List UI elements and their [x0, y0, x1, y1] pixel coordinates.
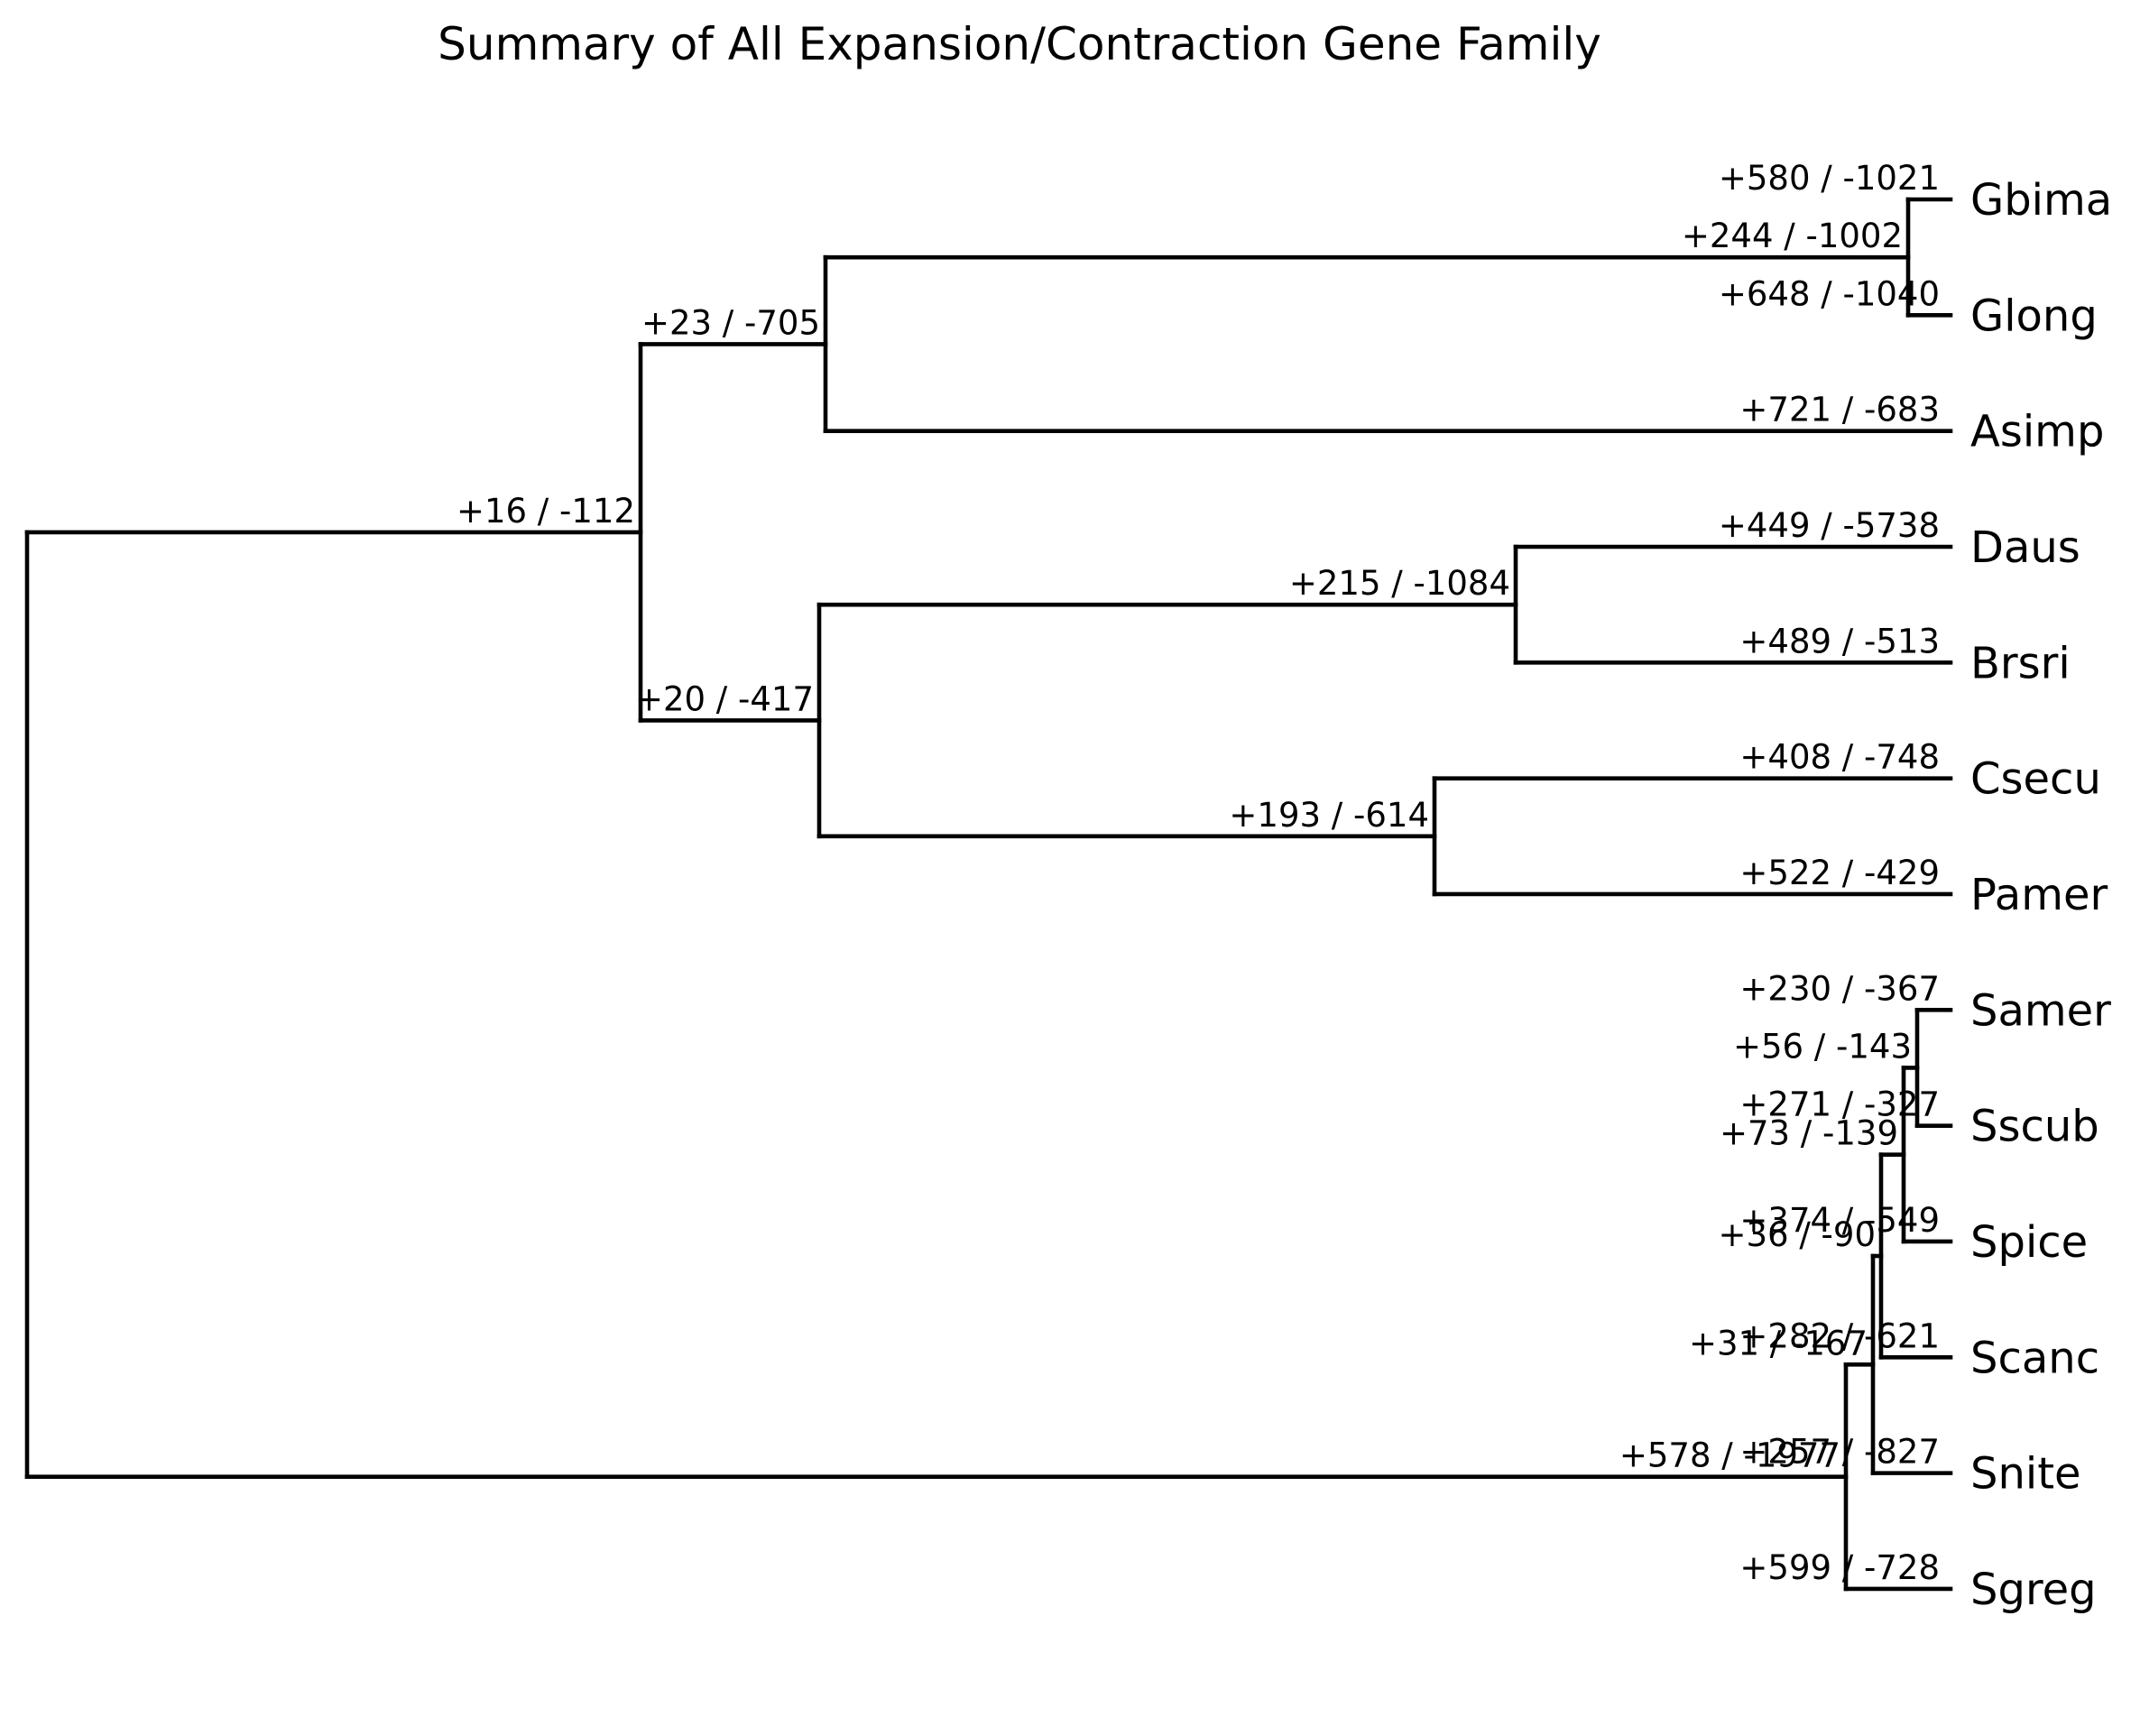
species-label-Brsri: Brsri	[1970, 638, 2071, 688]
gain-loss-label-Sscub: +271 / -327	[1739, 1085, 1940, 1124]
gain-loss-label-node: +56 / -143	[1733, 1027, 1912, 1066]
figure-title: Summary of All Expansion/Contraction Gen…	[438, 18, 1601, 70]
gain-loss-label-node: +193 / -614	[1229, 796, 1429, 835]
species-label-Pamer: Pamer	[1970, 870, 2108, 920]
gain-loss-label-Daus: +449 / -5738	[1719, 506, 1940, 545]
species-label-Snite: Snite	[1970, 1449, 2081, 1500]
gain-loss-label-Brsri: +489 / -513	[1739, 622, 1940, 660]
gain-loss-label-node: +31 / -167	[1689, 1324, 1868, 1362]
gain-loss-label-node: +215 / -1084	[1289, 564, 1510, 603]
species-label-Sscub: Sscub	[1970, 1102, 2099, 1152]
species-label-Asimp: Asimp	[1970, 407, 2104, 457]
gain-loss-label-node: +16 / -112	[457, 492, 635, 531]
gain-loss-label-node: +36 / -90	[1718, 1215, 1876, 1254]
species-label-Csecu: Csecu	[1970, 754, 2101, 805]
tree-branches: +16 / -112 +23 / -705 +244 / -1002 +580 / -…	[24, 159, 2112, 1615]
species-label-Samer: Samer	[1970, 985, 2111, 1036]
species-label-Scanc: Scanc	[1970, 1333, 2099, 1383]
species-label-Glong: Glong	[1970, 291, 2098, 341]
gain-loss-label-Snite: +257 / -827	[1739, 1433, 1940, 1472]
gain-loss-label-node: +578 / -1977	[1619, 1436, 1840, 1475]
gain-loss-label-Glong: +648 / -1040	[1719, 274, 1940, 313]
gain-loss-label-Pamer: +522 / -429	[1739, 854, 1940, 892]
gain-loss-label-node: +73 / -139	[1720, 1114, 1898, 1153]
gain-loss-label-node: +23 / -705	[641, 303, 820, 342]
species-label-Spice: Spice	[1970, 1217, 2088, 1268]
gain-loss-label-Scanc: +282 / -621	[1739, 1316, 1940, 1355]
gain-loss-label-Gbima: +580 / -1021	[1719, 159, 1940, 198]
gain-loss-label-Asimp: +721 / -683	[1739, 391, 1940, 429]
gain-loss-label-node: +244 / -1002	[1682, 217, 1903, 255]
gain-loss-label-Sgreg: +599 / -728	[1739, 1548, 1940, 1587]
gain-loss-label-Spice: +374 / -549	[1739, 1201, 1940, 1240]
species-label-Daus: Daus	[1970, 522, 2080, 573]
gain-loss-label-Csecu: +408 / -748	[1739, 738, 1940, 777]
species-label-Gbima: Gbima	[1970, 175, 2112, 226]
gain-loss-label-node: +20 / -417	[635, 679, 814, 718]
gain-loss-label-Samer: +230 / -367	[1739, 969, 1940, 1008]
species-label-Sgreg: Sgreg	[1970, 1565, 2097, 1615]
